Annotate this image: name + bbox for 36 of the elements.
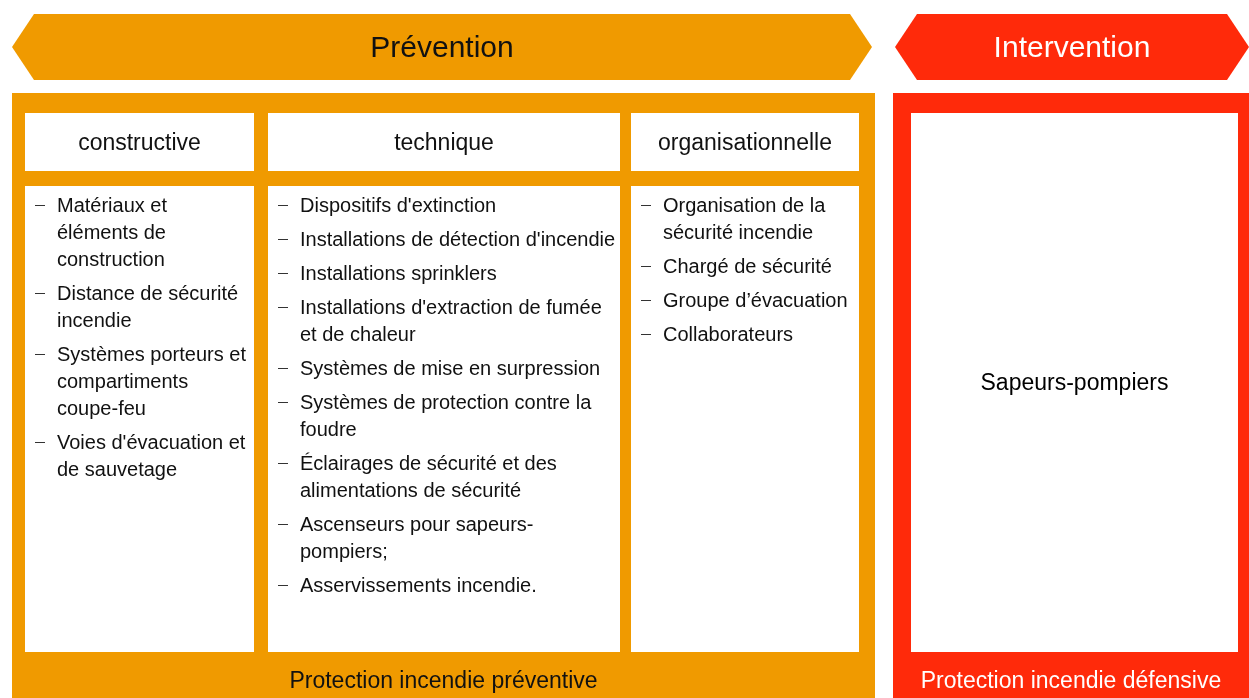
column-heading: constructive <box>78 128 201 156</box>
list-box <box>25 186 254 652</box>
banner-label: Intervention <box>992 30 1152 64</box>
content-label: Sapeurs-pompiers <box>980 369 1169 396</box>
list-item: Collaborateurs <box>663 322 794 347</box>
list-item: Chargé de sécurité <box>663 254 832 279</box>
content-box <box>911 113 1238 652</box>
list-item: Groupe d’évacuation <box>663 288 848 313</box>
list-item: Ascenseurs pour sapeurs-pompiers; <box>300 512 535 564</box>
list-item: Installations sprinklers <box>300 261 497 286</box>
list-item: Organisation de la sécurité incendie <box>663 193 827 245</box>
list-item: Systèmes porteurs et compartiments coupe-feu <box>57 342 247 421</box>
arrow-banner <box>12 14 872 80</box>
heading-box <box>631 113 859 171</box>
list-item: Systèmes de protection contre la foudre <box>300 390 593 442</box>
list-box <box>631 186 859 652</box>
column-heading: technique <box>394 128 494 156</box>
panel-frame <box>12 93 875 698</box>
heading-box <box>25 113 254 171</box>
heading-box <box>268 113 620 171</box>
column-heading: organisationnelle <box>658 128 832 156</box>
list-item: Installations d'extraction de fumée et de chaleur <box>300 295 603 347</box>
list-item: Systèmes de mise en surpression <box>300 356 601 381</box>
panel-caption: Protection incendie défensive <box>919 667 1223 694</box>
list-item: Installations de détection d'incendie <box>300 227 616 252</box>
list-item: Distance de sécurité incendie <box>57 281 240 333</box>
list-item: Éclairages de sécurité et des alimentations de sécurité <box>300 451 558 503</box>
arrow-banner <box>895 14 1249 80</box>
list-item: Matériaux et éléments de construction <box>57 193 169 272</box>
list-item: Asservissements incendie. <box>300 573 537 598</box>
panel-caption: Protection incendie préventive <box>288 667 599 694</box>
panel-frame <box>893 93 1249 698</box>
list-item: Voies d'évacuation et de sauvetage <box>57 430 247 482</box>
banner-label: Prévention <box>369 30 515 64</box>
list-item: Dispositifs d'extinction <box>300 193 497 218</box>
list-box <box>268 186 620 652</box>
